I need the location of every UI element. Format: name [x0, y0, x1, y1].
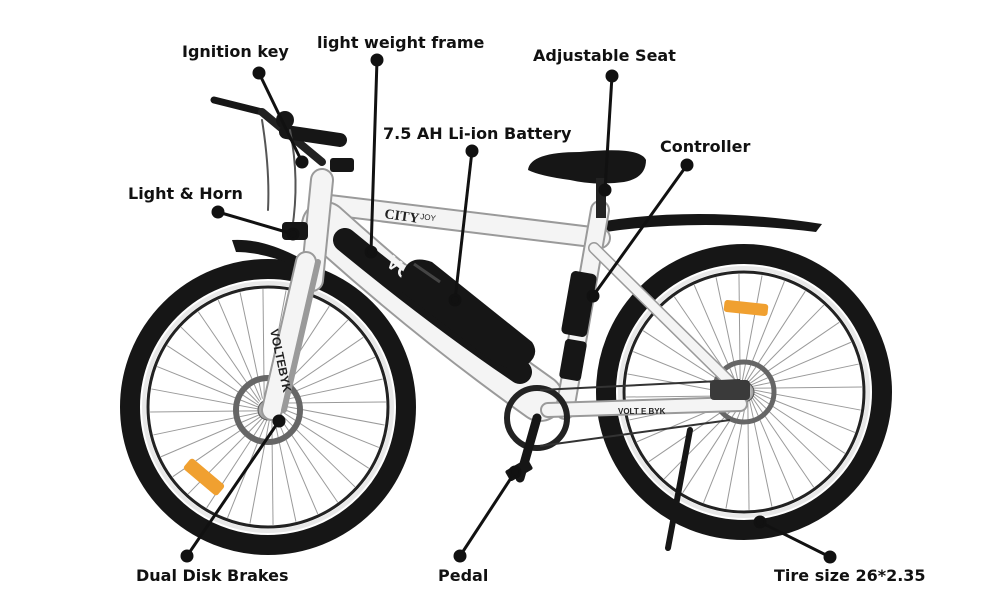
- spoke: [276, 410, 356, 488]
- label-pedal: Pedal: [438, 566, 489, 585]
- spoke: [753, 393, 846, 454]
- spoke: [277, 401, 386, 404]
- spoke: [276, 378, 383, 402]
- spoke: [753, 386, 862, 389]
- spoke: [151, 388, 259, 410]
- label-controller: Controller: [660, 137, 751, 156]
- handlebar: [210, 96, 354, 240]
- spoke: [160, 413, 262, 458]
- top-tube-model: CITY: [383, 207, 420, 227]
- spoke: [262, 289, 265, 398]
- label-light-weight-frame: light weight frame: [317, 33, 485, 52]
- spoke: [277, 408, 370, 469]
- rear-reflector: [723, 300, 769, 316]
- seat: [528, 150, 646, 218]
- chainring: [504, 385, 570, 451]
- spoke: [747, 401, 750, 510]
- front-reflector: [183, 458, 225, 496]
- battery-pack: [400, 259, 536, 368]
- spoke: [249, 416, 271, 524]
- spoke: [156, 366, 259, 408]
- callout-lines: [180, 53, 837, 564]
- label-light-horn: Light & Horn: [128, 184, 243, 203]
- spoke: [274, 413, 319, 515]
- label-ignition-key: Ignition key: [182, 42, 289, 61]
- spoke: [277, 406, 380, 448]
- front-disc-rotor: [233, 375, 303, 445]
- front-fender: [232, 239, 300, 266]
- rear-derailleur: [710, 380, 750, 400]
- stay-brand: VOLT E BYK: [618, 407, 666, 416]
- label-adjustable-seat: Adjustable Seat: [533, 46, 676, 65]
- rear-fender: [598, 213, 822, 232]
- spoke: [277, 404, 385, 426]
- label-dual-disk-brakes: Dual Disk Brakes: [136, 566, 289, 585]
- spoke: [150, 410, 259, 413]
- spoke: [166, 345, 259, 406]
- spoke: [153, 412, 260, 436]
- label-tire-size: Tire size 26*2.35: [774, 566, 926, 585]
- spoke: [682, 401, 743, 494]
- spoke: [273, 415, 297, 522]
- spoke: [738, 274, 741, 383]
- spoke: [271, 416, 274, 525]
- front-wheel: [120, 259, 416, 555]
- motor-cable-box: [559, 339, 587, 381]
- kickstand: [665, 427, 693, 551]
- controller-box: [561, 271, 597, 337]
- label-battery: 7.5 AH Li-ion Battery: [383, 124, 572, 143]
- top-tube-submodel: JOY: [420, 212, 437, 223]
- spoke: [275, 412, 339, 503]
